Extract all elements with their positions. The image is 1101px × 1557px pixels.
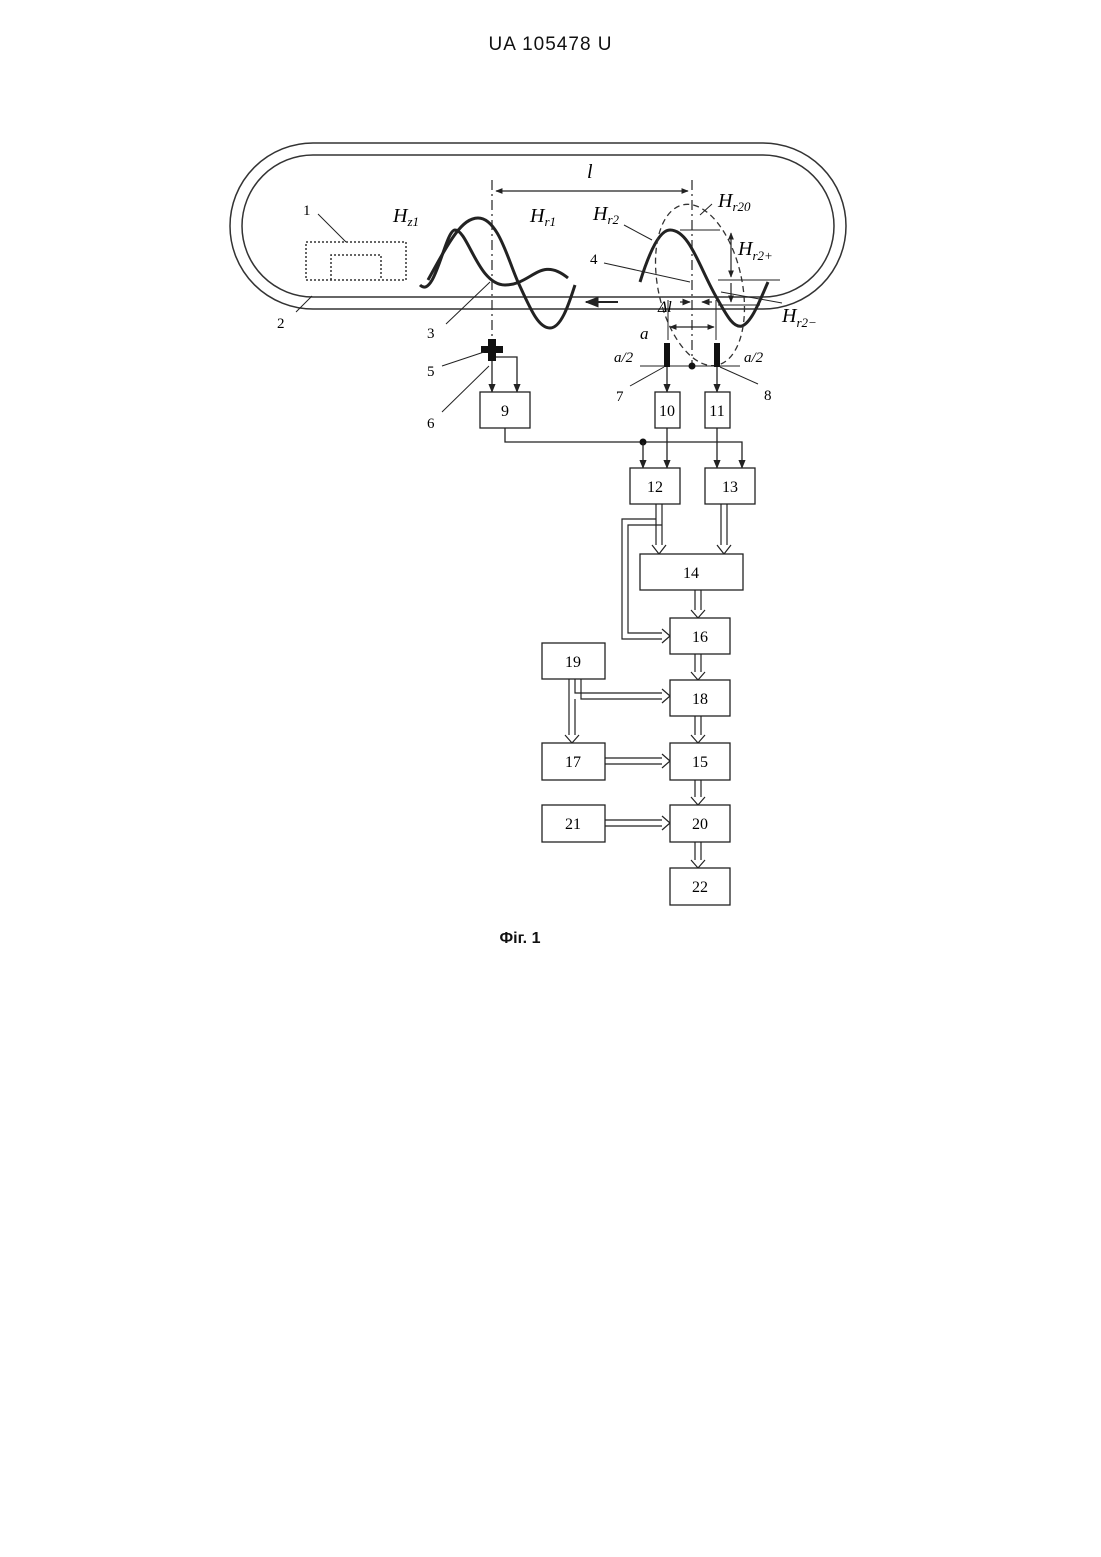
label-delta-l: Δl <box>657 299 672 316</box>
block-14: 14 <box>640 554 743 590</box>
svg-text:13: 13 <box>722 479 738 496</box>
callout-4: 4 <box>590 252 598 268</box>
svg-text:9: 9 <box>501 403 509 420</box>
block-20: 20 <box>670 805 730 842</box>
figure-caption: Фіг. 1 <box>470 930 570 948</box>
block-10: 10 <box>655 392 680 428</box>
svg-text:18: 18 <box>692 691 708 708</box>
svg-text:20: 20 <box>692 816 708 833</box>
block-12: 12 <box>630 468 680 504</box>
callout-2: 2 <box>277 316 285 332</box>
callout-8: 8 <box>764 388 772 404</box>
label-hr2plus: Hr2+ <box>737 238 773 263</box>
block-16: 16 <box>670 618 730 654</box>
svg-text:21: 21 <box>565 816 581 833</box>
svg-text:15: 15 <box>692 754 708 771</box>
callout-6: 6 <box>427 416 435 432</box>
svg-text:16: 16 <box>692 629 708 646</box>
block-18: 18 <box>670 680 730 716</box>
svg-text:12: 12 <box>647 479 663 496</box>
sensor-8 <box>714 343 720 367</box>
block-21: 21 <box>542 805 605 842</box>
svg-text:14: 14 <box>683 565 699 582</box>
label-hr1: Hr1 <box>529 205 556 229</box>
block-11: 11 <box>705 392 730 428</box>
label-a-half-right: a/2 <box>744 350 764 366</box>
callout-3: 3 <box>427 326 435 342</box>
label-a-half-left: a/2 <box>614 350 634 366</box>
block-15: 15 <box>670 743 730 780</box>
svg-text:17: 17 <box>565 754 581 771</box>
sensing-zone-ellipse <box>642 196 758 374</box>
svg-text:22: 22 <box>692 879 708 896</box>
label-a: a <box>640 324 649 343</box>
block-22: 22 <box>670 868 730 905</box>
callout-7: 7 <box>616 389 624 405</box>
vehicle-outline <box>306 242 406 280</box>
svg-text:10: 10 <box>659 403 675 420</box>
block-19: 19 <box>542 643 605 679</box>
callout-1: 1 <box>303 203 311 219</box>
label-l: l <box>587 161 593 183</box>
block-17: 17 <box>542 743 605 780</box>
wave-hz1 <box>420 230 568 287</box>
block-9: 9 <box>480 392 530 428</box>
label-hr2minus: Hr2− <box>781 305 817 330</box>
sensor-cross <box>481 339 503 361</box>
sensor-7 <box>664 343 670 367</box>
callout-5: 5 <box>427 364 435 380</box>
label-hr2: Hr2 <box>592 203 620 227</box>
svg-text:11: 11 <box>709 403 724 420</box>
block-13: 13 <box>705 468 755 504</box>
label-hr20: Hr20 <box>717 190 751 214</box>
label-hz1: Hz1 <box>392 205 419 229</box>
svg-text:19: 19 <box>565 654 581 671</box>
